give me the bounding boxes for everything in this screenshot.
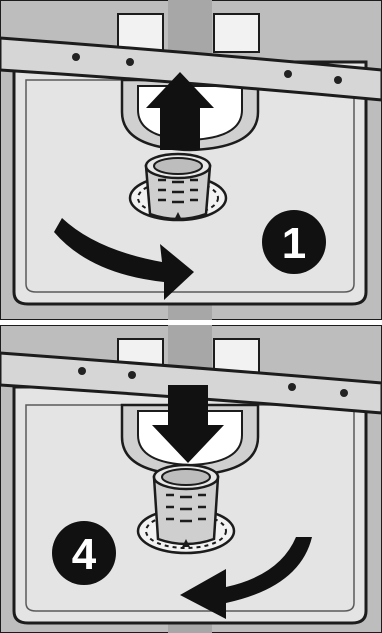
filter-icon [154, 465, 218, 547]
step-1-panel: 1 [0, 0, 382, 320]
step-4-panel: 4 [0, 325, 382, 633]
step-4-badge: 4 [52, 521, 116, 585]
step-4-number: 4 [72, 530, 97, 579]
step-1-badge: 1 [262, 210, 326, 274]
step-1-number: 1 [282, 219, 306, 268]
hinge-right [214, 14, 259, 52]
filter-icon [146, 154, 210, 220]
